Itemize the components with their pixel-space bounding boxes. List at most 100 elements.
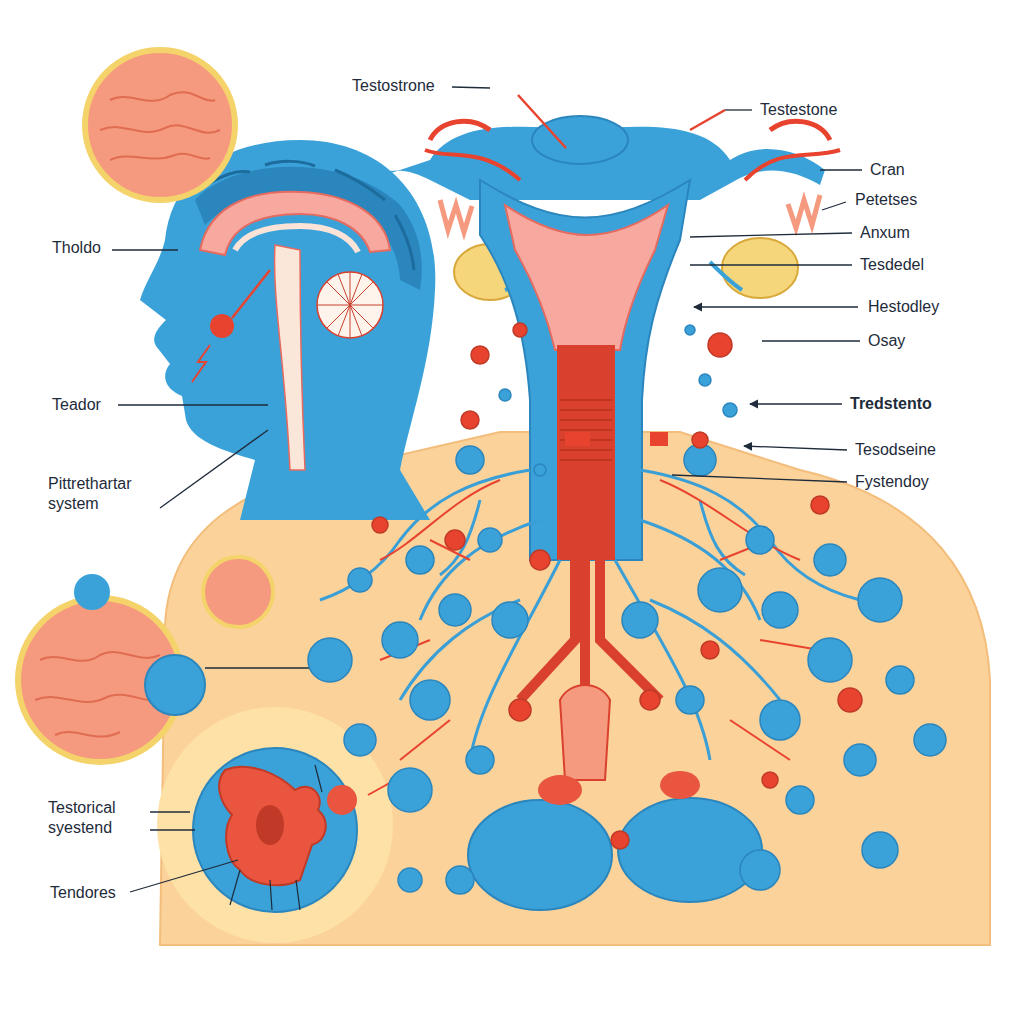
organ xyxy=(219,767,326,885)
part-label: Teador xyxy=(52,395,101,415)
leader-line xyxy=(130,860,238,892)
leader-lines xyxy=(112,87,862,892)
blue-cell xyxy=(685,325,695,335)
part-label: Petetses xyxy=(855,190,917,210)
part-label: Pittrethartar system xyxy=(48,474,152,514)
cervical-canal xyxy=(557,345,615,560)
leader-line xyxy=(762,340,860,341)
leader-line xyxy=(820,169,862,170)
tissue-circle xyxy=(85,50,235,200)
gland-tip xyxy=(660,771,700,799)
red-cell xyxy=(372,517,388,533)
tissue-texture xyxy=(100,92,220,160)
blue-cell xyxy=(746,526,774,554)
red-cell xyxy=(838,688,862,712)
red-cell xyxy=(611,831,629,849)
blue-cell xyxy=(740,850,780,890)
part-label: Cran xyxy=(870,160,905,180)
blue-cell xyxy=(382,622,418,658)
signal-bolt xyxy=(192,345,210,382)
blue-cell xyxy=(684,444,716,476)
blue-cell xyxy=(760,700,800,740)
blue-cell xyxy=(446,866,474,894)
lower-organ xyxy=(560,685,610,780)
part-label: Tesdedel xyxy=(860,255,924,275)
organ-cavity xyxy=(256,805,284,845)
red-vessel xyxy=(380,480,820,760)
red-cell xyxy=(445,530,465,550)
canal-rings xyxy=(560,400,612,460)
red-cell xyxy=(701,641,719,659)
brain-stem xyxy=(275,245,305,470)
inset-cell xyxy=(193,748,357,912)
blue-cell xyxy=(858,578,902,622)
corpus-callosum xyxy=(200,192,390,255)
blue-cell xyxy=(439,594,471,626)
blue-cell xyxy=(398,868,422,892)
blue-cell xyxy=(492,602,528,638)
leader-line xyxy=(672,475,847,482)
leader-line xyxy=(452,87,490,88)
blue-cell xyxy=(456,446,484,474)
tube-vessel xyxy=(425,150,840,180)
cerebellum-lines xyxy=(317,272,383,338)
cell xyxy=(145,655,205,715)
leader-line xyxy=(690,110,725,130)
blue-cell xyxy=(676,686,704,714)
cell xyxy=(327,785,357,815)
ovary xyxy=(722,238,798,298)
blue-cell xyxy=(723,403,737,417)
blue-cell xyxy=(348,568,372,592)
leader-line xyxy=(112,249,178,250)
part-label: Osay xyxy=(868,331,905,351)
blue-vessel xyxy=(320,470,860,760)
blue-cell xyxy=(388,768,432,812)
red-cell xyxy=(530,550,550,570)
cells xyxy=(308,323,946,894)
blue-cell xyxy=(499,389,511,401)
red-cell xyxy=(811,496,829,514)
pituitary-gland xyxy=(210,314,234,338)
part-label: Testorical syestend xyxy=(48,798,146,838)
part-label: Hestodley xyxy=(868,297,939,317)
blue-cell xyxy=(914,724,946,756)
cerebellum xyxy=(317,272,383,338)
blue-cell xyxy=(466,746,494,774)
part-label: Testostrone xyxy=(352,76,435,96)
leader-line xyxy=(822,202,846,210)
blue-cell xyxy=(814,544,846,576)
part-label: Anxum xyxy=(860,223,910,243)
lower-gland xyxy=(468,800,612,910)
part-label: Tesodseine xyxy=(855,440,936,460)
brain-arch xyxy=(235,226,358,252)
leader-line xyxy=(160,430,268,508)
part-label: Fystendoy xyxy=(855,472,929,492)
red-cell xyxy=(513,323,527,337)
blue-cell xyxy=(786,786,814,814)
leader-line xyxy=(518,95,566,148)
leader-line xyxy=(150,829,195,830)
lower-gland xyxy=(618,798,762,902)
inset-circle xyxy=(157,707,393,943)
uterine-cavity xyxy=(505,205,668,350)
blue-cell xyxy=(844,744,876,776)
blue-cell xyxy=(622,602,658,638)
red-cell xyxy=(461,411,479,429)
blue-cell xyxy=(406,546,434,574)
part-label: Tredstento xyxy=(850,394,932,414)
leader-arrow xyxy=(744,446,847,450)
blue-cell xyxy=(886,666,914,694)
blue-cell xyxy=(808,638,852,682)
gland-tip xyxy=(538,775,582,805)
part-label: Tholdo xyxy=(52,238,101,258)
leader-line xyxy=(230,765,322,910)
pituitary-stalk xyxy=(232,270,270,318)
leader-line xyxy=(150,811,190,812)
uterus-body xyxy=(480,180,690,560)
blue-cell xyxy=(762,592,798,628)
leader-line xyxy=(118,404,268,405)
red-cell xyxy=(762,772,778,788)
blue-cell xyxy=(862,832,898,868)
leader-line xyxy=(690,233,852,237)
